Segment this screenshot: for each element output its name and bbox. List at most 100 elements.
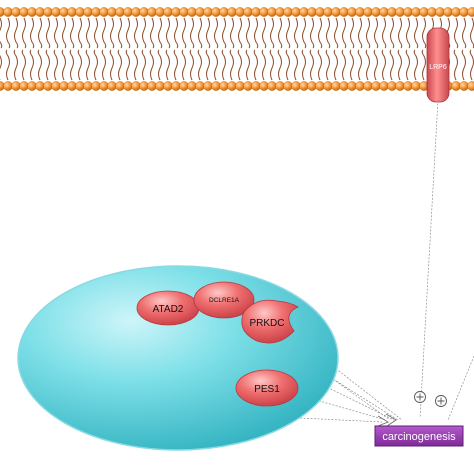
lipid-tail	[469, 49, 474, 81]
lipid-tail	[414, 17, 419, 49]
lipid-tail	[254, 17, 259, 49]
lipid-tail	[365, 49, 370, 81]
lipid-tail	[61, 49, 66, 81]
lipid-tail	[221, 49, 226, 81]
lipid-tail	[357, 49, 362, 81]
lipid-tail	[398, 17, 403, 49]
lipid-tail	[310, 17, 315, 49]
lipid-tail	[0, 17, 3, 49]
lipid-tail	[109, 49, 114, 81]
lipid-tail	[333, 49, 338, 81]
lipid-tail	[102, 17, 107, 49]
lipid-tail	[453, 49, 458, 81]
lipid-tail	[238, 17, 243, 49]
lipid-tail	[366, 17, 371, 49]
lipid-tail	[54, 17, 59, 49]
lipid-heads	[0, 7, 474, 91]
protein-pes1[interactable]: PES1	[235, 369, 299, 407]
lipid-tail	[222, 17, 227, 49]
lipid-tail	[302, 17, 307, 49]
lipid-tail	[245, 49, 250, 81]
lipid-tail	[94, 17, 99, 49]
lipid-tail	[197, 49, 202, 81]
positive-regulation-markers	[414, 391, 447, 407]
lipid-tails	[0, 17, 474, 81]
lipid-tail	[62, 17, 67, 49]
lipid-tail	[150, 17, 155, 49]
edge-lrp6-to-carcinogenesis	[419, 99, 439, 419]
lipid-tail	[309, 49, 314, 81]
lipid-tail	[29, 49, 34, 81]
lipid-tail	[158, 17, 163, 49]
lipid-tail	[325, 49, 330, 81]
lipid-tail	[70, 17, 75, 49]
lipid-tail	[206, 17, 211, 49]
lipid-tail	[422, 17, 427, 49]
lipid-tail	[157, 49, 162, 81]
lipid-tail	[22, 17, 27, 49]
lipid-tail	[6, 17, 11, 49]
lrp6-label: LRP6	[429, 64, 447, 71]
lipid-tail	[181, 49, 186, 81]
lipid-tail	[46, 17, 51, 49]
lipid-tail	[101, 49, 106, 81]
lipid-tail	[382, 17, 387, 49]
lipid-tail	[381, 49, 386, 81]
lipid-tail	[406, 17, 411, 49]
lipid-tail	[142, 17, 147, 49]
lipid-tail	[278, 17, 283, 49]
cell-membrane	[0, 7, 474, 91]
lipid-tail	[190, 17, 195, 49]
lipid-tail	[166, 17, 171, 49]
plus-marker-2	[435, 395, 447, 407]
lipid-tail	[285, 49, 290, 81]
lipid-tail	[110, 17, 115, 49]
lipid-tail	[373, 49, 378, 81]
lipid-tail	[13, 49, 18, 81]
lipid-tail	[421, 49, 426, 81]
lipid-tail	[126, 17, 131, 49]
lipid-tail	[37, 49, 42, 81]
lipid-tail	[205, 49, 210, 81]
lipid-tail	[93, 49, 98, 81]
lipid-tail	[350, 17, 355, 49]
lipid-tail	[53, 49, 58, 81]
plus-marker-1	[414, 391, 426, 403]
lipid-tail	[334, 17, 339, 49]
protein-dclre1a-label: DCLRE1A	[209, 297, 240, 304]
lipid-tail	[38, 17, 43, 49]
lipid-tail	[342, 17, 347, 49]
lrp6-receptor[interactable]: LRP6	[426, 27, 450, 103]
lipid-tail	[173, 49, 178, 81]
lipid-tail	[277, 49, 282, 81]
protein-dclre1a[interactable]: DCLRE1A	[193, 281, 255, 319]
lipid-tail	[261, 49, 266, 81]
lipid-tail	[286, 17, 291, 49]
protein-atad2[interactable]: ATAD2	[136, 290, 200, 326]
carcinogenesis-node[interactable]: carcinogenesis	[374, 425, 464, 447]
lipid-tail	[454, 17, 459, 49]
lipid-tail	[461, 49, 466, 81]
lipid-tail	[317, 49, 322, 81]
lipid-tail	[390, 17, 395, 49]
lipid-tail	[326, 17, 331, 49]
lipid-tail	[5, 49, 10, 81]
lipid-tail	[125, 49, 130, 81]
protein-prkdc[interactable]: PRKDC	[241, 299, 299, 344]
lipid-tail	[237, 49, 242, 81]
lipid-tail	[134, 17, 139, 49]
lipid-tail	[230, 17, 235, 49]
lipid-tail	[341, 49, 346, 81]
edge-offscreen-to-carcinogenesis	[447, 355, 474, 421]
lipid-head	[467, 7, 474, 17]
lipid-tail	[174, 17, 179, 49]
lipid-tail	[229, 49, 234, 81]
lipid-tail	[213, 49, 218, 81]
lipid-tail	[30, 17, 35, 49]
lipid-tail	[117, 49, 122, 81]
lipid-tail	[270, 17, 275, 49]
lipid-tail	[118, 17, 123, 49]
lipid-tail	[413, 49, 418, 81]
lipid-tail	[141, 49, 146, 81]
lipid-tail	[133, 49, 138, 81]
